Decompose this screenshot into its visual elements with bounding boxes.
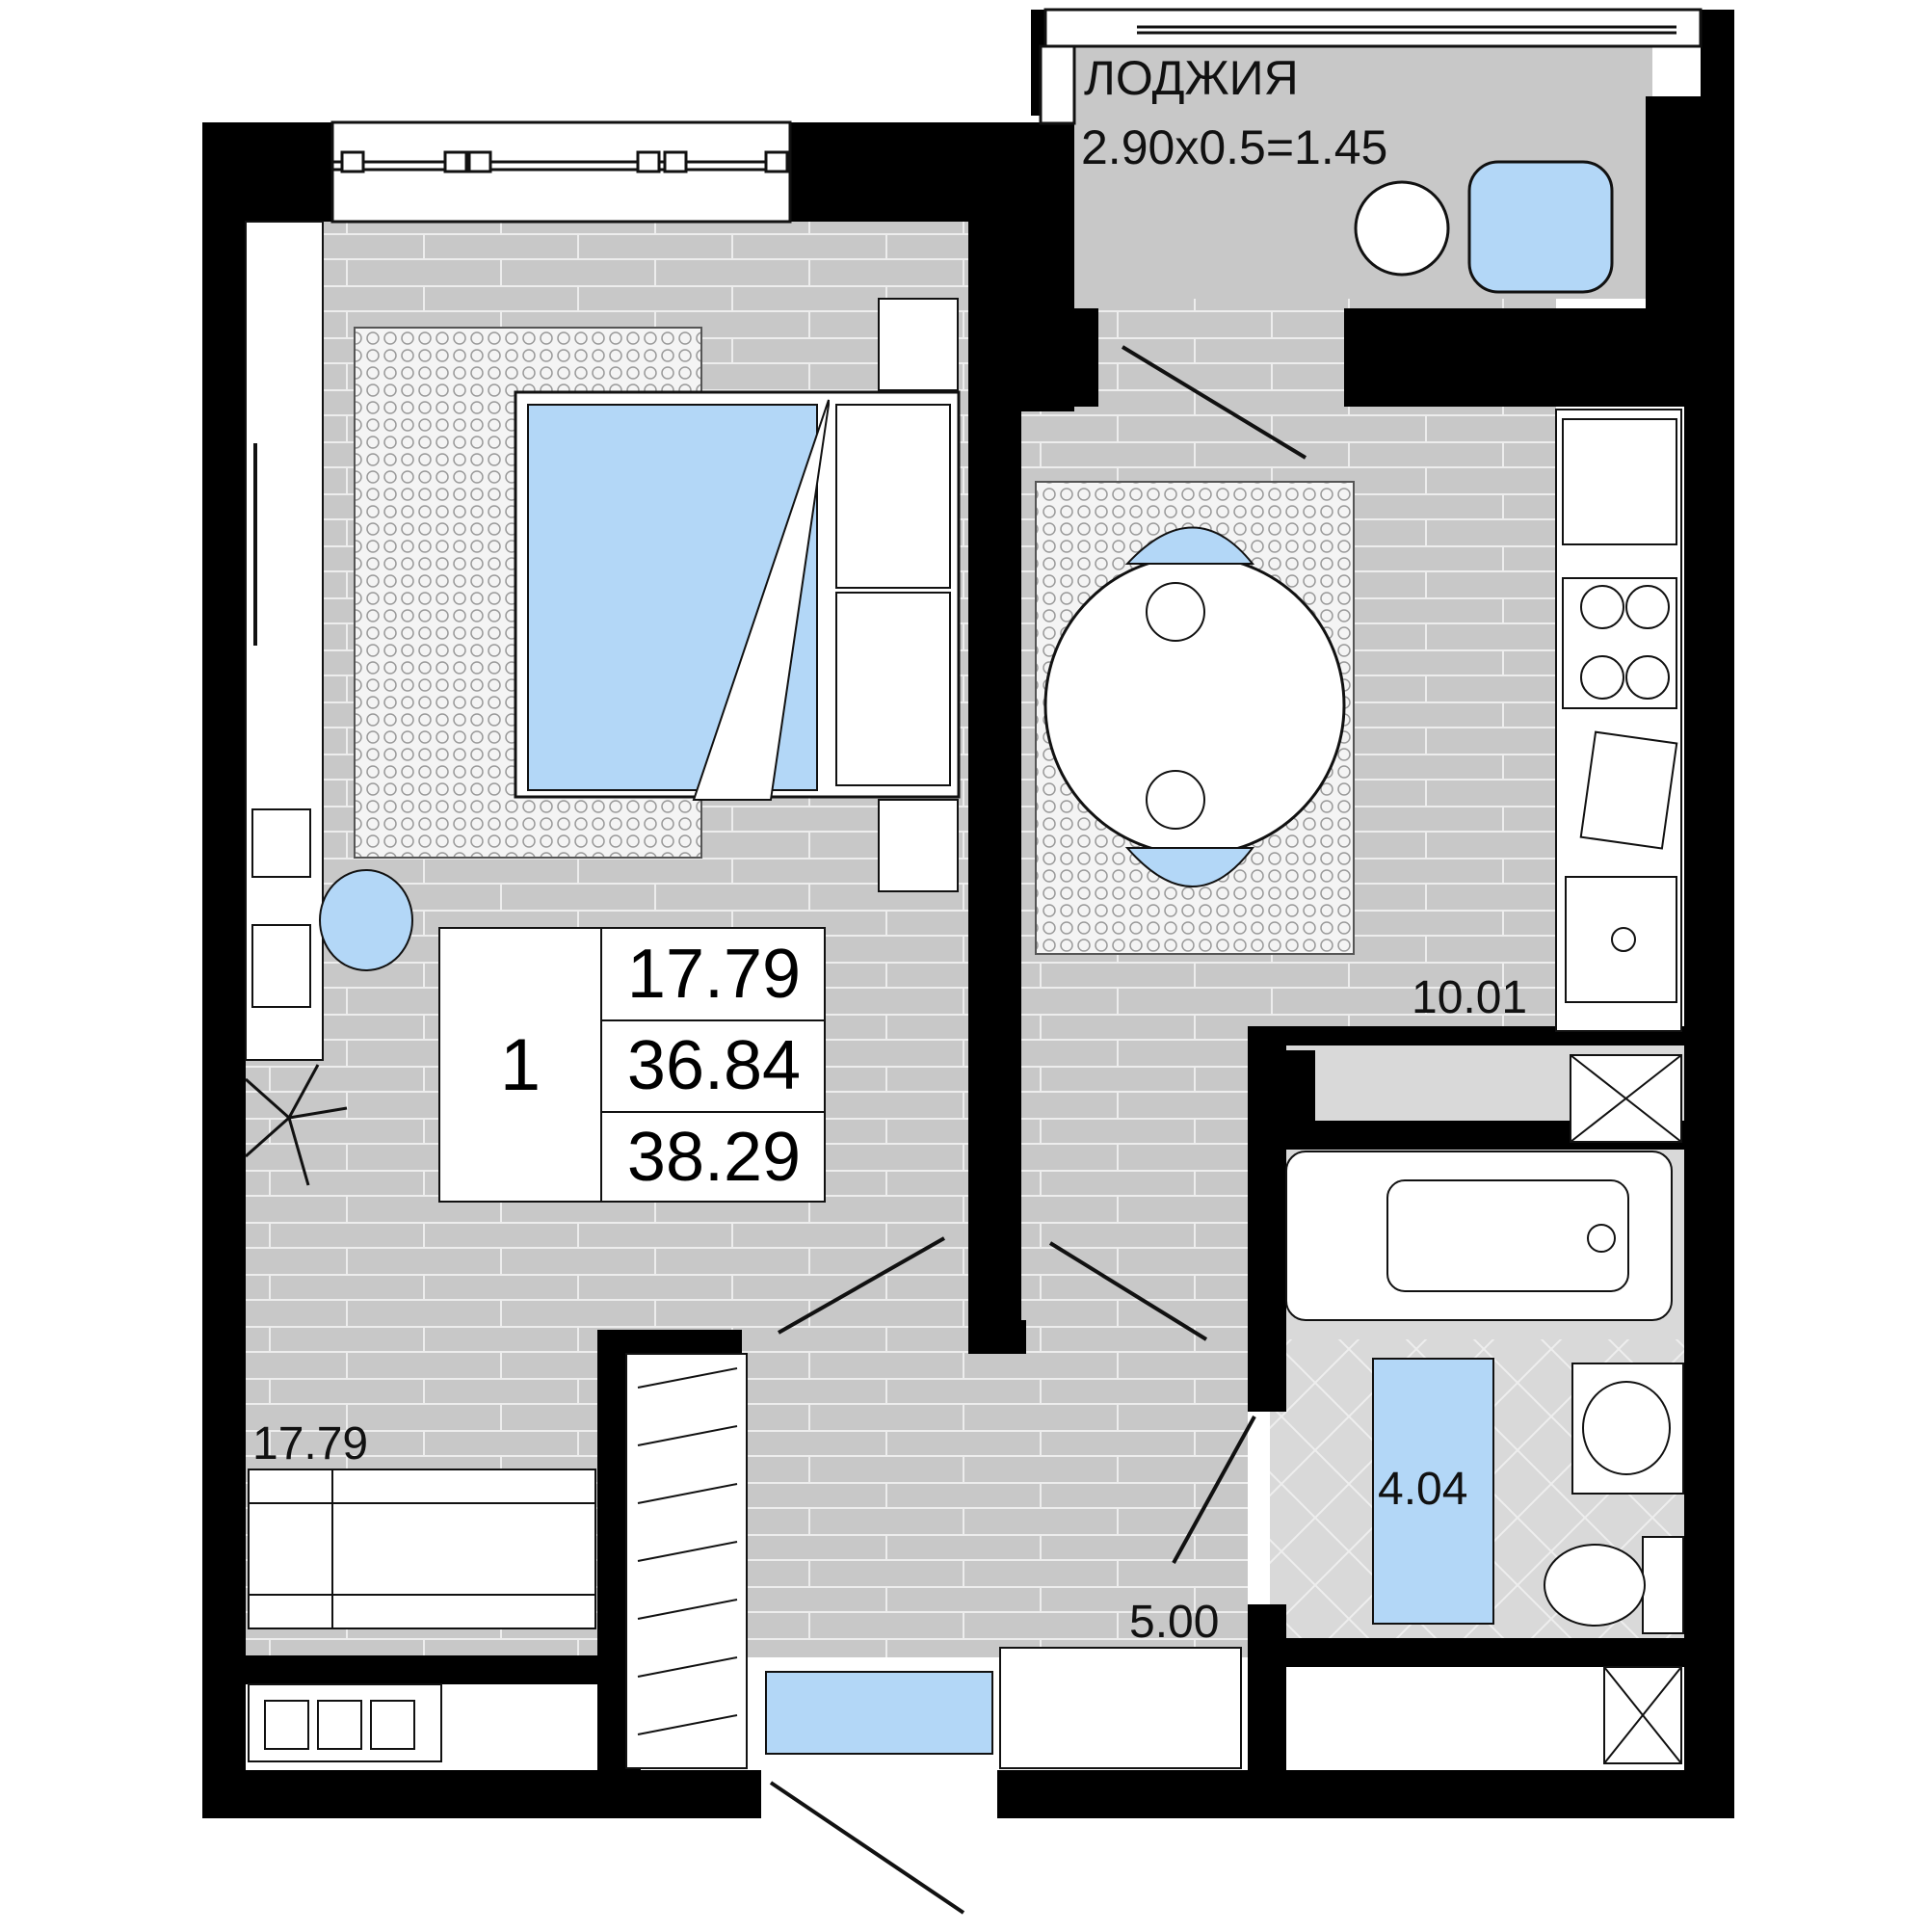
loggia-table: [1354, 180, 1450, 277]
bathtub: [1285, 1151, 1673, 1321]
loggia-title: ЛОДЖИЯ: [1084, 51, 1299, 105]
kitchen-area-label: 10.01: [1412, 972, 1528, 1023]
dining-chair-top: [1124, 526, 1255, 565]
kitchen-counter: [1555, 409, 1682, 1032]
book-stack: [251, 808, 311, 878]
bed: [514, 390, 961, 801]
bedroom-side-window: [245, 221, 324, 1061]
dining-chair-bottom: [1124, 847, 1255, 887]
nightstand-bottom: [878, 799, 959, 892]
pouf: [319, 869, 413, 971]
plate-bottom: [1146, 770, 1205, 830]
hall-wardrobe: [625, 1353, 748, 1769]
total-area: 36.84: [602, 1020, 826, 1113]
plant: [245, 1064, 348, 1186]
toilet: [1544, 1536, 1684, 1634]
wardrobe-bedroom: [248, 1469, 596, 1629]
nightstand-top: [878, 298, 959, 391]
shoe-rack: [999, 1647, 1242, 1769]
laptop: [251, 924, 311, 1008]
bedroom-area-label: 17.79: [252, 1418, 369, 1469]
bath-mat: [1372, 1358, 1494, 1625]
dresser: [248, 1683, 442, 1762]
hall-area-label: 5.00: [1129, 1597, 1220, 1648]
total-area-with-loggia: 38.29: [626, 1119, 802, 1196]
loggia-armchair: [1467, 160, 1614, 294]
rooms-count: 1: [440, 929, 602, 1201]
bathroom-area-label: 4.04: [1378, 1464, 1468, 1515]
hall-rug: [765, 1671, 993, 1755]
living-area: 17.79: [602, 929, 826, 1021]
plate-top: [1146, 582, 1205, 642]
walls: [202, 10, 1734, 1818]
apartment-info-box: 1 17.79 36.84 38.29: [438, 927, 826, 1203]
windows: [330, 8, 1703, 224]
loggia-area-calc: 2.90x0.5=1.45: [1081, 120, 1388, 174]
hall-floor: [747, 1330, 1248, 1657]
